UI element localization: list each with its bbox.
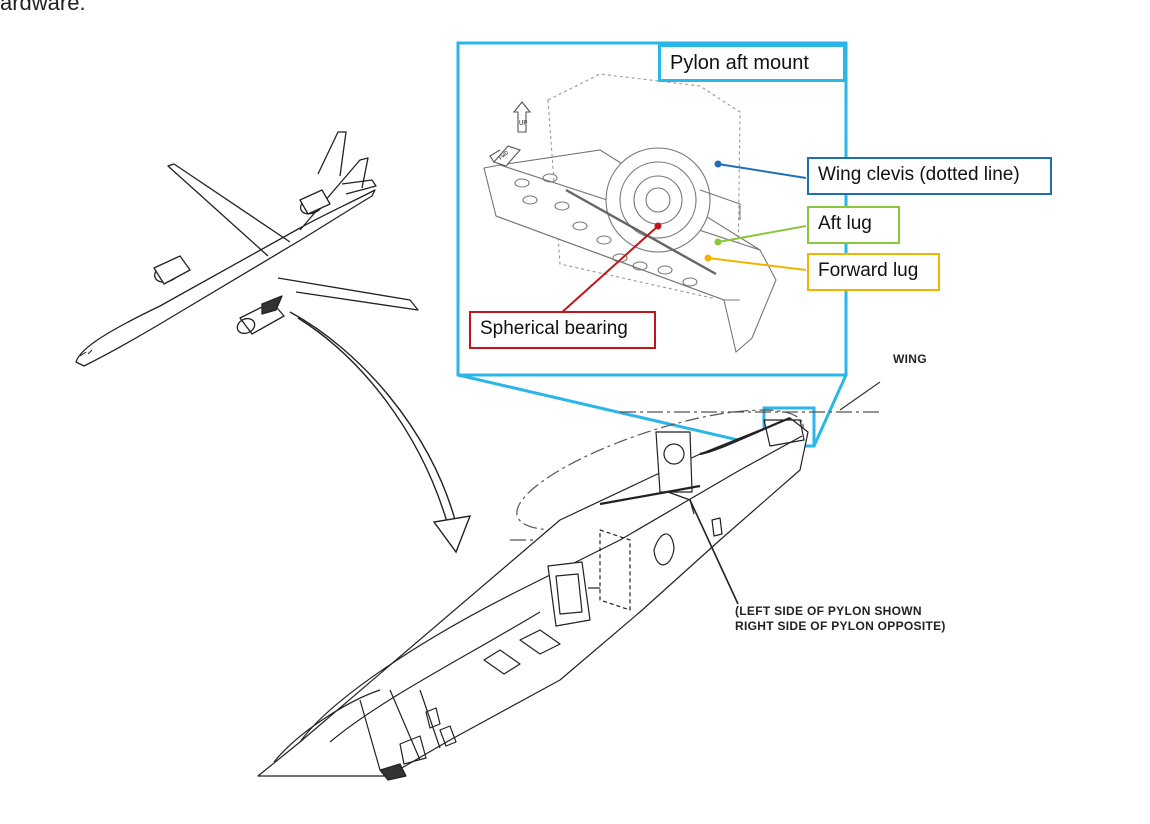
callout-wing-clevis: Wing clevis (dotted line): [807, 157, 1052, 195]
aircraft-illustration: [75, 131, 419, 367]
pylon-note: (LEFT SIDE OF PYLON SHOWN RIGHT SIDE OF …: [735, 604, 946, 634]
wing-label: WING: [893, 352, 927, 366]
callout-aft-lug: Aft lug: [807, 206, 900, 244]
inset-title: Pylon aft mount: [658, 44, 846, 82]
pylon-note-line1: (LEFT SIDE OF PYLON SHOWN: [735, 604, 922, 618]
callout-spherical-bearing: Spherical bearing: [469, 311, 656, 349]
curved-arrow-icon: [289, 311, 472, 554]
callout-forward-lug: Forward lug: [807, 253, 940, 291]
header-text-fragment: ardware.: [0, 0, 86, 15]
pylon-aft-mount-drawing: [483, 73, 777, 354]
direction-up-label: UP: [519, 120, 527, 128]
direction-arrows-icon: [489, 101, 532, 167]
pylon-note-line2: RIGHT SIDE OF PYLON OPPOSITE): [735, 619, 946, 633]
callout-leaders: [559, 160, 807, 315]
pylon-structure: [257, 381, 881, 781]
